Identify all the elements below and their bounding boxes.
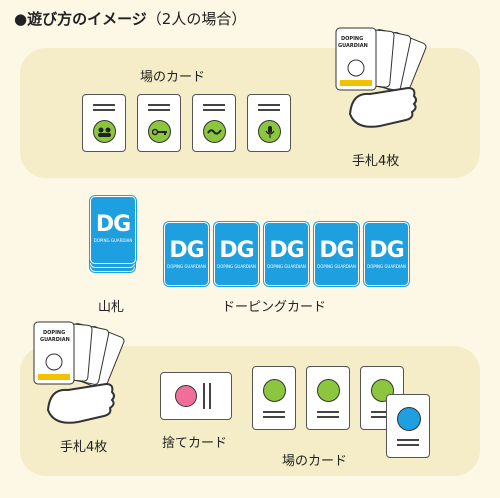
people-icon	[93, 120, 116, 143]
people-icon	[263, 379, 286, 402]
top-hand	[335, 27, 427, 128]
bottom-field-label: 場のカード	[282, 454, 348, 469]
drop-icon	[175, 385, 197, 407]
page-title: ●遊び方のイメージ（2人の場合）	[14, 8, 246, 29]
title-subtitle: （2人の場合）	[146, 10, 247, 28]
field-card[interactable]	[137, 94, 181, 152]
top-hand-count: 手札4枚	[352, 154, 400, 169]
discard-card[interactable]	[160, 372, 232, 420]
bottom-hand-label: DOPING	[43, 330, 66, 336]
bottom-hand	[33, 321, 125, 424]
bullet: ●	[14, 10, 28, 28]
bottom-hand-count: 手札4枚	[60, 440, 108, 455]
capsule-icon	[203, 120, 226, 143]
field-card[interactable]	[82, 94, 126, 152]
deck-label: 山札	[98, 300, 125, 315]
field-card-stacked[interactable]	[386, 394, 430, 458]
deck-card[interactable]: DG DOPING GUARDIAN	[90, 196, 136, 264]
field-card[interactable]	[192, 94, 236, 152]
doping-label: ドーピングカード	[222, 300, 327, 315]
badge-icon	[397, 407, 421, 431]
key-icon	[148, 120, 171, 143]
field-card[interactable]	[306, 366, 350, 430]
bottom-hand-label-2: GUARDIAN	[40, 337, 70, 343]
title-text: 遊び方のイメージ	[27, 10, 147, 28]
discard-label: 捨てカード	[162, 436, 228, 451]
top-hand-label: DOPING	[341, 36, 364, 42]
field-card[interactable]	[252, 366, 296, 430]
capsule-icon	[317, 379, 340, 402]
top-field-label: 場のカード	[140, 70, 206, 85]
field-card[interactable]	[247, 94, 291, 152]
microphone-icon	[258, 120, 281, 143]
top-hand-label-2: GUARDIAN	[338, 43, 368, 49]
